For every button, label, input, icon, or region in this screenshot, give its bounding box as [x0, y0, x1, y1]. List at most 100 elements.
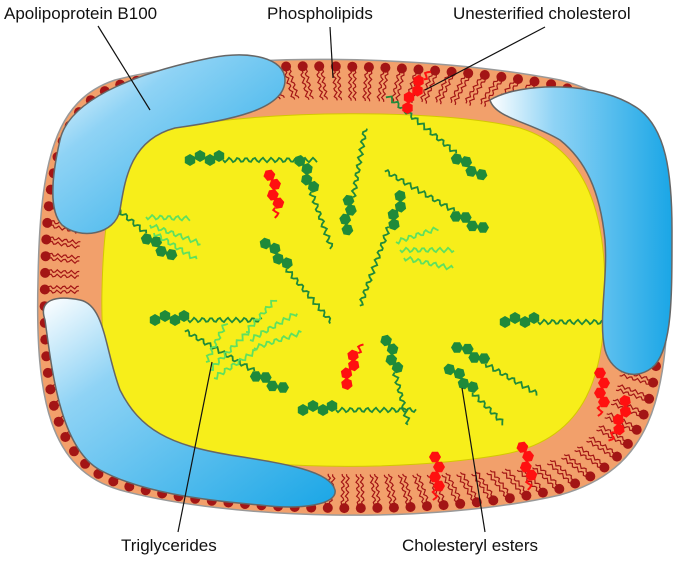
- phospholipid-tail: [397, 474, 411, 508]
- phospholipid-tail: [331, 66, 338, 101]
- phospholipid-icon: [53, 416, 64, 427]
- phospholipid-tail: [44, 284, 79, 290]
- phospholipid-tail: [619, 373, 653, 386]
- phospholipid-tail: [598, 425, 630, 443]
- sterol-ring: [402, 74, 424, 114]
- phospholipid-icon: [41, 351, 52, 362]
- triglyceride-icon: [246, 299, 302, 351]
- phospholipid-tail: [366, 66, 373, 102]
- cholesteryl-ester-icon: [339, 128, 368, 236]
- phospholipid-icon: [314, 61, 325, 72]
- phospholipid-icon: [585, 471, 596, 482]
- cholesterol-icon: [594, 367, 610, 417]
- phospholipid-icon: [347, 61, 358, 72]
- phospholipid-icon: [42, 367, 53, 378]
- phospholipid-tail: [612, 398, 646, 413]
- phospholipid-tail: [561, 457, 590, 479]
- phospholipid-tail: [298, 66, 310, 100]
- phospholipid-icon: [496, 71, 507, 82]
- phospholipid-icon: [40, 267, 51, 278]
- phospholipid-tail: [352, 66, 357, 101]
- triglyceride-icon: [205, 322, 256, 380]
- phospholipid-tail: [390, 67, 401, 102]
- phospholipid-tail: [376, 66, 385, 102]
- triglyceride-icon: [395, 226, 455, 271]
- phospholipid-tail: [459, 471, 480, 502]
- sterol-ring: [449, 211, 489, 233]
- sterol-ring: [259, 237, 293, 270]
- sterol-ring: [516, 441, 538, 481]
- phospholipid-icon: [48, 400, 59, 411]
- phospholipid-icon: [60, 432, 71, 442]
- phospholipid-icon: [396, 63, 407, 74]
- phospholipid-icon: [599, 462, 610, 473]
- phospholipid-tail: [615, 388, 649, 402]
- phospholipid-tail: [44, 273, 80, 280]
- phospholipid-tail: [474, 471, 496, 500]
- cholesteryl-ester-icon: [385, 95, 488, 181]
- phospholipid-icon: [430, 65, 441, 76]
- phospholipid-tail: [489, 470, 513, 497]
- leader-line-phospholipids: [329, 26, 334, 79]
- phospholipid-icon: [622, 438, 633, 449]
- phospholipid-icon: [422, 501, 432, 512]
- apolipoprotein-shape: [42, 297, 336, 508]
- leader-line-apolipoprotein: [97, 25, 151, 111]
- cholesteryl-ester-icon: [259, 237, 332, 324]
- sterol-ring: [249, 371, 289, 393]
- phospholipid-tail: [373, 473, 382, 509]
- phospholipid-icon: [529, 76, 540, 87]
- phospholipid-tail: [380, 67, 389, 102]
- label-apolipoprotein-b100: Apolipoprotein B100: [4, 4, 158, 23]
- phospholipid-tail: [435, 70, 450, 103]
- phospholipid-tail: [45, 240, 80, 249]
- phospholipid-icon: [537, 487, 548, 498]
- phospholipid-tail: [383, 474, 394, 509]
- phospholipid-icon: [644, 393, 655, 404]
- cholesterol-icon: [340, 343, 364, 391]
- phospholipid-icon: [380, 62, 391, 73]
- phospholipid-tail: [586, 440, 617, 459]
- phospholipid-tail: [362, 66, 369, 102]
- phospholipid-tail: [439, 72, 454, 105]
- phospholipid-tail: [617, 384, 651, 398]
- phospholipid-icon: [39, 284, 50, 295]
- phospholipid-tail: [395, 68, 405, 103]
- label-cholesteryl-esters: Cholesteryl esters: [402, 536, 539, 555]
- cholesteryl-ester-icon: [451, 342, 538, 396]
- phospholipid-icon: [513, 74, 523, 85]
- phospholipid-icon: [297, 61, 308, 72]
- phospholipid-tail: [445, 472, 464, 503]
- sterol-ring: [149, 310, 190, 326]
- label-unesterified-cholesterol: Unesterified cholesterol: [453, 4, 631, 23]
- phospholipid-icon: [355, 503, 366, 514]
- cholesterol-icon: [608, 394, 632, 442]
- phospholipid-icon: [612, 451, 622, 462]
- phospholipid-tail: [501, 471, 526, 498]
- phospholipid-icon: [45, 384, 56, 395]
- apolipoprotein-shape: [489, 86, 673, 375]
- core-lipids: [113, 95, 603, 426]
- leader-lines: [97, 25, 546, 533]
- label-triglycerides: Triglycerides: [121, 536, 217, 555]
- phospholipid-tail: [44, 268, 80, 275]
- sterol-ring: [340, 349, 360, 391]
- phospholipid-icon: [488, 495, 499, 506]
- phospholipid-icon: [648, 377, 659, 388]
- sterol-ring: [443, 363, 479, 393]
- phospholipid-icon: [322, 502, 333, 513]
- phospholipid-tail: [456, 474, 476, 504]
- cholesterol-icon: [516, 441, 538, 491]
- phospholipid-tail: [44, 289, 79, 295]
- cholesteryl-ester-icon: [184, 150, 318, 166]
- phospholipid-tail: [468, 75, 487, 106]
- apolipoprotein-shape: [52, 54, 286, 235]
- sterol-ring: [387, 189, 407, 231]
- free-cholesterol-group: [263, 70, 632, 501]
- phospholipid-icon: [41, 234, 52, 245]
- phospholipid-tail: [347, 66, 353, 101]
- phospholipid-icon: [43, 201, 54, 212]
- triglyceride-icon: [145, 213, 201, 260]
- sterol-ring: [380, 334, 404, 374]
